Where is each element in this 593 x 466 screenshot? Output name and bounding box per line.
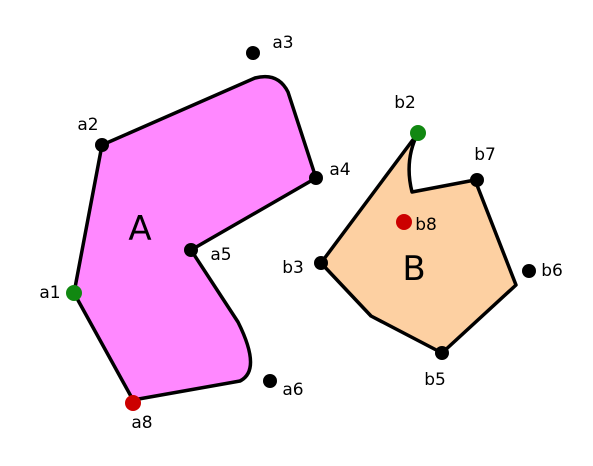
point-a3	[246, 46, 260, 60]
point-label-b3: b3	[282, 258, 304, 278]
point-a1	[66, 285, 82, 301]
shape-b-label: B	[402, 249, 425, 289]
point-label-b2: b2	[394, 93, 416, 113]
point-label-b5: b5	[424, 370, 446, 390]
point-label-a4: a4	[329, 160, 350, 180]
point-label-a5: a5	[210, 245, 231, 265]
point-b2	[410, 125, 426, 141]
point-b8	[396, 214, 412, 230]
point-b3	[314, 256, 328, 270]
point-label-a3: a3	[272, 33, 293, 53]
point-label-a6: a6	[282, 380, 303, 400]
point-label-a2: a2	[77, 115, 98, 135]
point-label-b7: b7	[474, 145, 496, 165]
point-b7	[470, 173, 484, 187]
point-a8	[125, 395, 141, 411]
point-b5	[435, 346, 449, 360]
point-label-a8: a8	[131, 413, 152, 433]
shape-a-label: A	[128, 209, 151, 249]
point-label-b8: b8	[415, 215, 437, 235]
point-a4	[309, 171, 323, 185]
point-a5	[184, 243, 198, 257]
point-label-a1: a1	[39, 283, 60, 303]
point-b6	[522, 264, 536, 278]
shape-a-polygon	[72, 74, 318, 402]
points-layer: a1 a2 a3 a4 a5 a6 a8 b2 b3 b5 b6 b7 b8	[39, 33, 562, 433]
point-label-b6: b6	[541, 261, 563, 281]
point-a2	[95, 138, 109, 152]
shape-b-polygon	[319, 131, 518, 355]
point-a6	[263, 374, 277, 388]
